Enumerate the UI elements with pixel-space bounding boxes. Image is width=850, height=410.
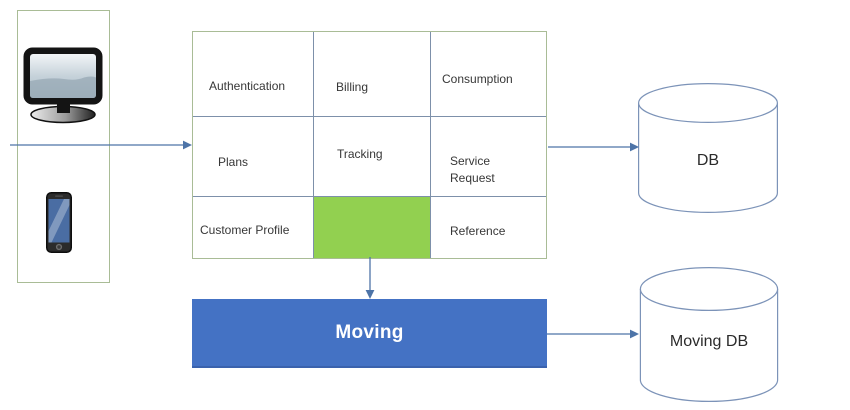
module-label: Consumption — [442, 71, 513, 86]
phone-speaker — [55, 195, 63, 197]
module-cell-reference: Reference — [431, 197, 546, 258]
monitor-screen-hill — [30, 76, 96, 98]
phone-screen — [48, 199, 70, 243]
phone-screen-shine — [48, 199, 70, 243]
module-cell-plans: Plans — [193, 117, 314, 197]
module-cell-billing: Billing — [314, 32, 431, 117]
db-cylinder: DB — [637, 82, 779, 214]
module-cell-highlighted-empty — [314, 197, 431, 258]
module-cell-service-request: Service Request — [431, 117, 546, 197]
module-cell-customer-profile: Customer Profile — [193, 197, 314, 258]
db-label: DB — [696, 152, 720, 169]
moving-db-cylinder: Moving DB — [639, 266, 779, 403]
arrow-grid-to-db — [548, 142, 639, 152]
arrow-moving-to-moving-db — [547, 329, 639, 339]
moving-db-cylinder-shape — [639, 267, 779, 402]
module-label: Plans — [218, 155, 249, 170]
module-label: Authentication — [209, 78, 286, 93]
module-cell-tracking: Tracking — [314, 117, 431, 197]
moving-box: Moving — [192, 299, 547, 368]
module-cell-consumption: Consumption — [431, 32, 546, 117]
moving-db-label: Moving DB — [669, 333, 749, 350]
desktop-monitor-icon — [23, 47, 103, 124]
module-cell-authentication: Authentication — [193, 32, 314, 117]
smartphone-icon — [46, 192, 72, 253]
arrow-grid-to-moving — [365, 257, 375, 299]
module-label: Reference — [450, 224, 506, 239]
module-label: Tracking — [337, 147, 383, 162]
db-cylinder-shape — [637, 83, 779, 213]
module-label: Customer Profile — [200, 222, 290, 237]
module-label: Billing — [336, 79, 369, 94]
modules-grid: Authentication Billing Consumption Plans… — [192, 31, 547, 259]
module-label: Service Request — [450, 153, 495, 185]
moving-box-label: Moving — [335, 321, 404, 343]
